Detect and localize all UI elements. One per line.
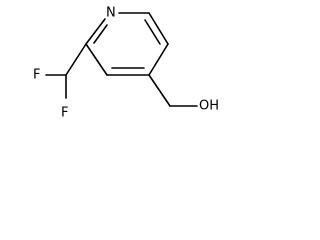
chemical-structure: N F F OH [33,6,219,121]
bond-c5-c6 [148,12,169,45]
bond-c2-cf2 [65,43,87,76]
bond-n-c2 [85,18,106,45]
double-bond-n-c2-inner [93,24,108,44]
fluorine-atom-label-bottom: F [61,106,68,121]
hydroxyl-atom-label: OH [199,99,219,114]
difluoromethyl-group [45,43,87,99]
pyridine-ring [85,12,169,76]
nitrogen-atom-label: N [106,6,116,21]
bond-c2-c3 [85,43,108,76]
bond-c4-ch2 [148,74,171,107]
hydroxymethyl-group [148,74,198,107]
double-bond-c5-c6-inner [144,19,161,45]
bond-c4-c5 [148,43,169,76]
fluorine-atom-label-top: F [33,68,40,83]
